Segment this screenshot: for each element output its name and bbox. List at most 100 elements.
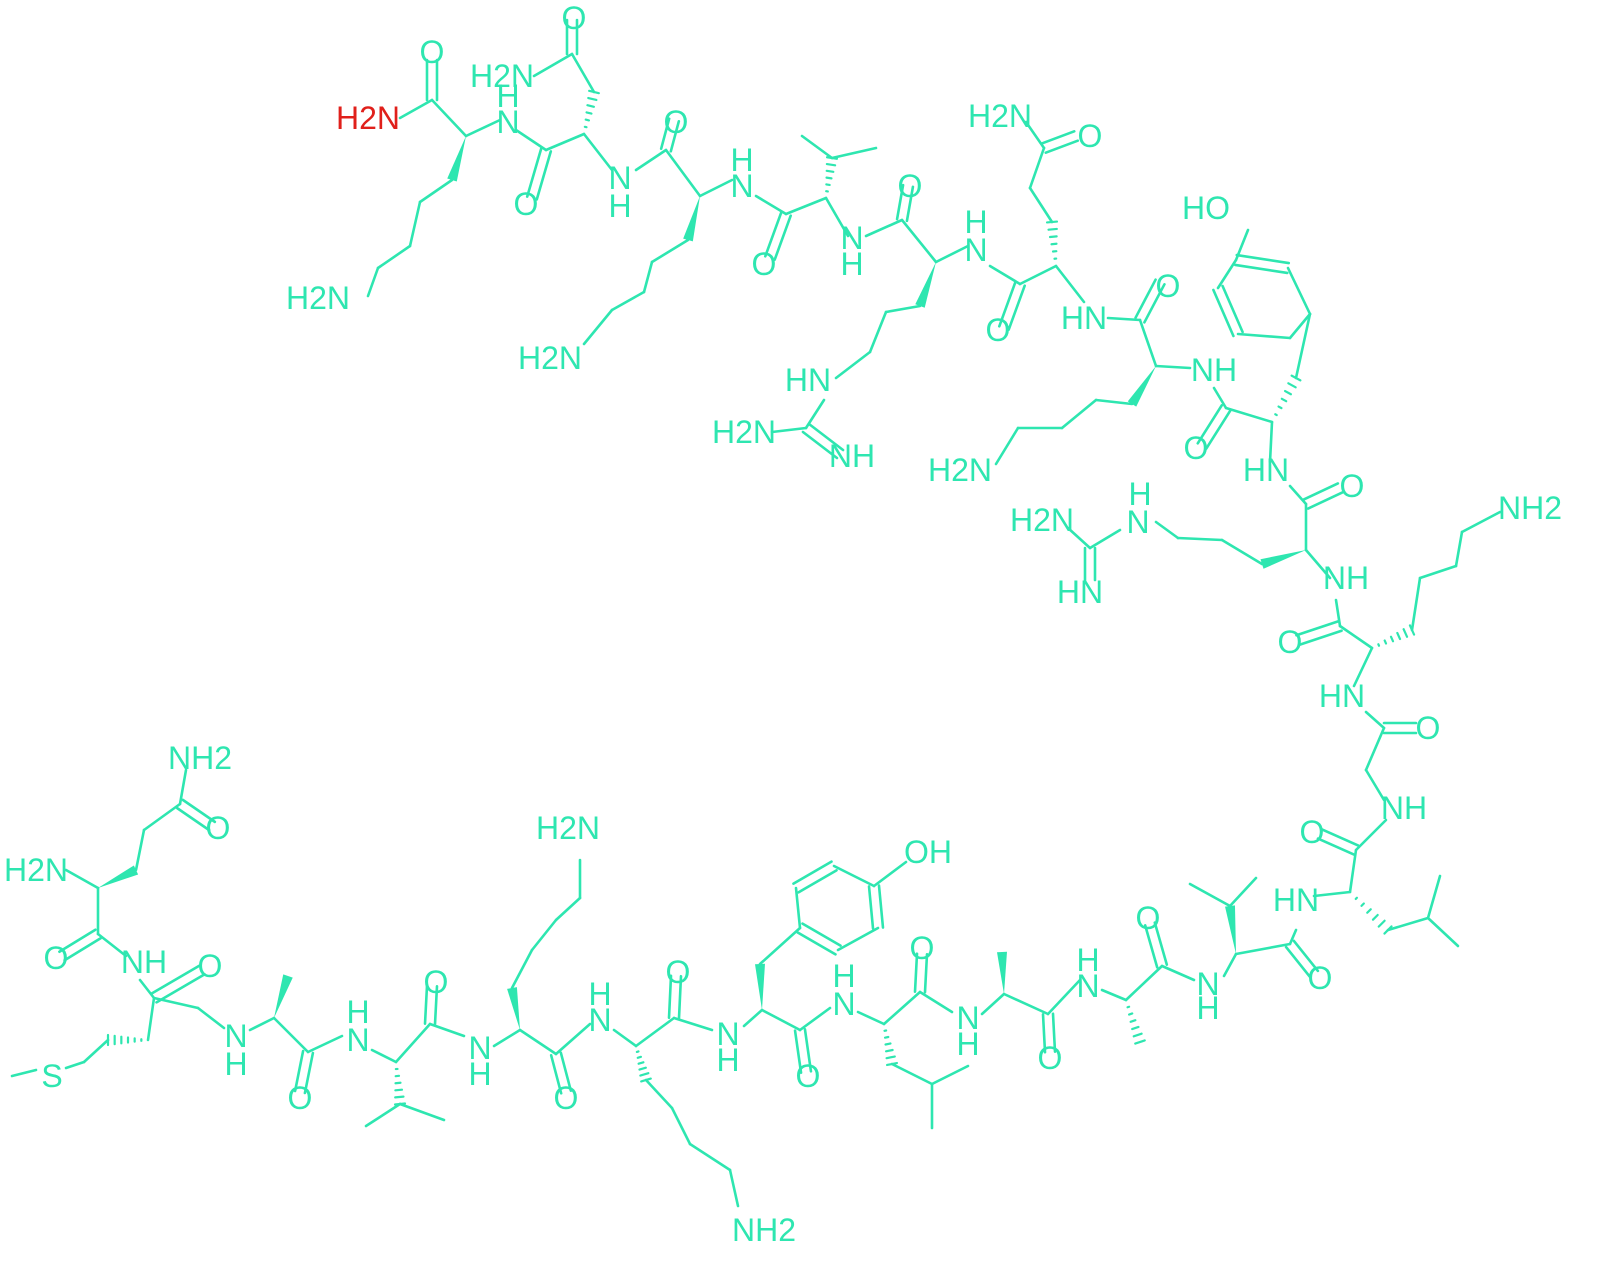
- bond: [1454, 530, 1464, 568]
- bond: [492, 1028, 522, 1048]
- double-bond: [1302, 482, 1340, 501]
- bond: [510, 948, 534, 990]
- double-bond: [801, 922, 842, 947]
- lys-side-chain-amine-label: H2N: [536, 810, 600, 846]
- double-bond: [905, 185, 915, 223]
- hash-stroke: [885, 1055, 896, 1060]
- hash-stroke: [586, 104, 596, 108]
- carbonyl-oxygen-label: O: [910, 930, 935, 966]
- amide-h-label: H: [730, 142, 753, 178]
- bond: [554, 896, 582, 922]
- carbonyl-oxygen-label: O: [44, 940, 69, 976]
- bond: [1364, 710, 1386, 730]
- double-bond: [1298, 629, 1343, 647]
- amide-n-label: N: [964, 232, 987, 268]
- bond: [980, 992, 1006, 1016]
- bond: [798, 1006, 832, 1032]
- hashed-bond: [1126, 1005, 1146, 1045]
- hash-stroke: [394, 1095, 405, 1099]
- hashed-bond: [583, 89, 600, 129]
- amide-h-label: H: [496, 78, 519, 114]
- double-bond: [150, 964, 201, 995]
- arg-guanidine-amine-label: H2N: [1010, 502, 1074, 538]
- amide-n-label: N: [588, 1002, 611, 1038]
- bond: [582, 132, 614, 172]
- hashed-bond: [393, 1067, 407, 1106]
- bond: [770, 426, 808, 434]
- bond: [428, 1022, 466, 1038]
- hash-stroke: [1377, 919, 1386, 928]
- hash-stroke: [1280, 397, 1288, 403]
- bond: [394, 1022, 432, 1064]
- lys-side-chain-amine-label: NH2: [732, 1212, 796, 1248]
- bond: [1286, 266, 1312, 316]
- lys-side-chain-amine-label: NH2: [1498, 490, 1562, 526]
- bond: [1188, 882, 1232, 908]
- bond: [554, 1022, 592, 1056]
- bond: [760, 1008, 802, 1032]
- hashed-bond: [1377, 624, 1416, 647]
- hash-stroke: [636, 1055, 643, 1059]
- bond: [248, 1016, 276, 1032]
- hash-stroke: [1277, 405, 1283, 410]
- bond: [650, 238, 690, 264]
- bond: [418, 178, 454, 204]
- bond: [1066, 526, 1092, 550]
- bond: [370, 1048, 398, 1064]
- hash-stroke: [1129, 1019, 1137, 1023]
- bond: [306, 1034, 344, 1054]
- bond: [430, 98, 468, 138]
- wedge-bond: [447, 136, 466, 182]
- carbonyl-oxygen-label: O: [1156, 268, 1181, 304]
- double-bond: [1284, 945, 1312, 979]
- bond: [872, 860, 908, 888]
- arg-guanidine-amine-label: H2N: [712, 414, 776, 450]
- bond: [1154, 520, 1180, 540]
- bond: [544, 132, 586, 152]
- bond: [754, 194, 788, 216]
- amide-n-label: N: [832, 986, 855, 1022]
- hashed-bond: [883, 1029, 899, 1067]
- bond: [1288, 928, 1298, 946]
- bond: [1002, 992, 1050, 1016]
- bond: [1234, 942, 1292, 956]
- bond: [142, 802, 182, 832]
- double-bond: [559, 1051, 573, 1093]
- hash-stroke: [1402, 628, 1409, 638]
- bond: [96, 932, 128, 958]
- bond: [10, 1068, 38, 1078]
- hash-stroke: [1134, 1039, 1146, 1045]
- double-bond: [1196, 404, 1224, 445]
- bond: [1224, 406, 1274, 424]
- bond: [530, 918, 558, 952]
- double-bond: [998, 280, 1017, 328]
- double-bond: [1143, 924, 1159, 969]
- arg-guanidine-imine-label: HN: [1057, 574, 1103, 610]
- amide-h-label: H: [608, 188, 631, 224]
- amide-nh-label: NH: [1191, 352, 1237, 388]
- carbonyl-oxygen-label: O: [554, 1080, 579, 1116]
- bond: [1176, 536, 1224, 542]
- hash-stroke: [638, 1066, 647, 1071]
- amide-h-label: H: [840, 246, 863, 282]
- hashed-bond: [106, 1033, 143, 1047]
- hash-stroke: [1371, 913, 1379, 921]
- bond: [82, 1038, 110, 1064]
- double-bond: [877, 884, 885, 929]
- amide-n-label: N: [496, 104, 519, 140]
- bond: [634, 1016, 676, 1048]
- wedge-bond: [997, 951, 1007, 994]
- arg-guanidine-h-label: H: [1128, 476, 1151, 512]
- hashed-bond: [1274, 374, 1302, 417]
- bond: [934, 244, 970, 264]
- bond: [1054, 264, 1086, 304]
- hash-stroke: [1366, 908, 1372, 914]
- bond: [1100, 988, 1128, 1002]
- hash-stroke: [884, 1042, 892, 1046]
- double-bond: [1292, 939, 1320, 973]
- bond: [1154, 364, 1192, 370]
- amide-hn-label: HN: [1273, 882, 1319, 918]
- hash-stroke: [884, 1048, 894, 1053]
- bond: [1338, 624, 1374, 650]
